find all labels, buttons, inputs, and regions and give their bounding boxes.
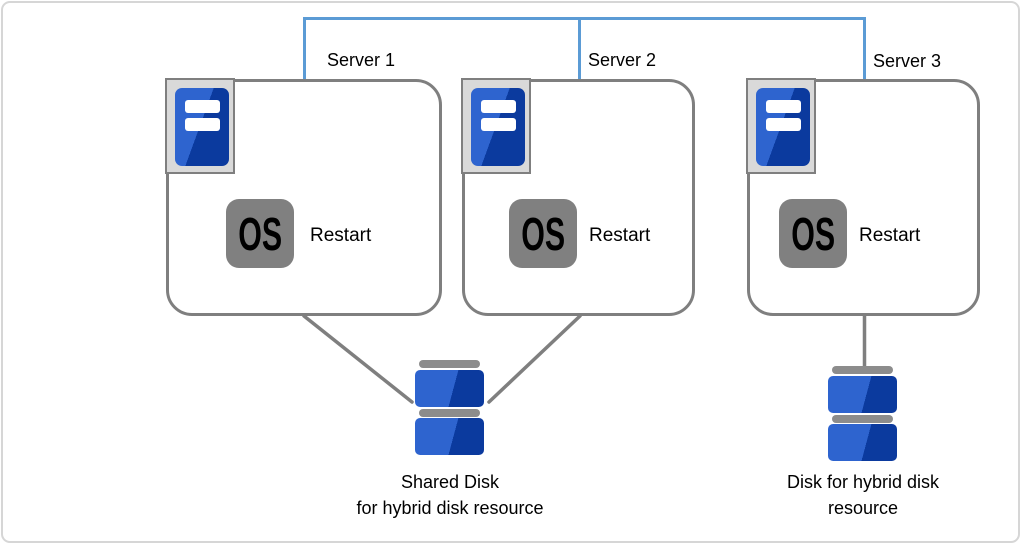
drive-bay-slot <box>766 118 801 131</box>
hybrid-disk-caption-line2: resource <box>827 498 899 518</box>
os-icon-text: OS <box>238 207 282 260</box>
disk-platter <box>415 418 484 455</box>
server3-restart-label: Restart <box>859 225 921 246</box>
shared-disk-caption-line2: for hybrid disk resource <box>356 498 544 518</box>
server1-os-icon: OS <box>226 199 294 268</box>
server-tower-icon <box>471 88 525 166</box>
network-line <box>303 17 866 80</box>
shared-disk-caption: Shared Disk for hybrid disk resource <box>310 469 590 521</box>
server3-computer-icon <box>746 78 816 174</box>
hybrid-disk-caption-line1: Disk for hybrid disk <box>786 472 940 492</box>
server2-os-icon: OS <box>509 199 577 268</box>
server1-label: Server 1 <box>327 50 396 70</box>
server2-label: Server 2 <box>588 50 657 70</box>
disk-platter <box>415 370 484 407</box>
os-icon-text: OS <box>521 207 565 260</box>
server-tower-icon <box>175 88 229 166</box>
shared-disk-icon <box>415 360 484 455</box>
server3-label: Server 3 <box>873 51 942 71</box>
server-tower-icon <box>756 88 810 166</box>
disk-platter <box>828 376 897 413</box>
disk-platter-cap <box>419 409 480 417</box>
os-icon-text: OS <box>791 207 835 260</box>
server2-box <box>462 79 695 316</box>
shared-disk-caption-line1: Shared Disk <box>400 472 500 492</box>
drive-bay-slot <box>185 118 220 131</box>
connector-server1-shared-disk <box>302 314 414 404</box>
hybrid-disk-icon <box>828 366 897 461</box>
disk-platter-cap <box>419 360 480 368</box>
server3-os-icon: OS <box>779 199 847 268</box>
drive-bay-slot <box>766 100 801 113</box>
connector-server2-shared-disk <box>487 314 582 404</box>
drive-bay-slot <box>481 118 516 131</box>
drive-bay-slot <box>481 100 516 113</box>
server1-restart-label: Restart <box>310 225 372 246</box>
drive-bay-slot <box>185 100 220 113</box>
disk-platter-cap <box>832 415 893 423</box>
disk-platter <box>828 424 897 461</box>
disk-platter-cap <box>832 366 893 374</box>
hybrid-disk-caption: Disk for hybrid disk resource <box>743 469 983 521</box>
server1-computer-icon <box>165 78 235 174</box>
server2-restart-label: Restart <box>589 225 651 246</box>
server2-computer-icon <box>461 78 531 174</box>
